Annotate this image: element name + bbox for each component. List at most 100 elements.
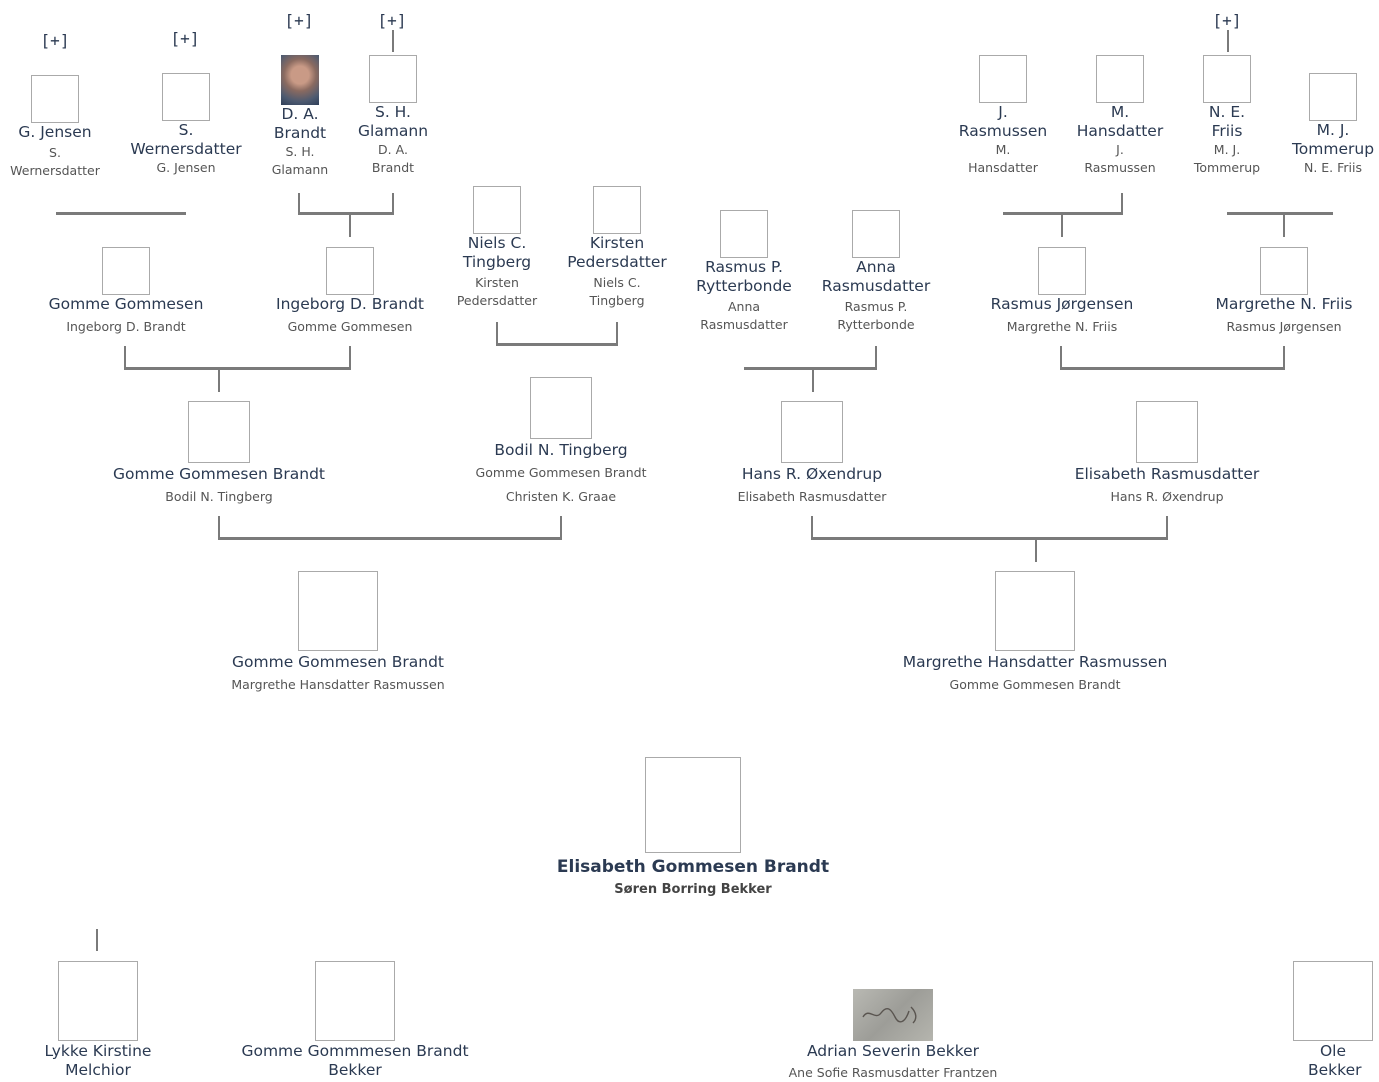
portrait-placeholder[interactable] — [1293, 961, 1373, 1041]
signature-photo[interactable] — [853, 989, 933, 1041]
portrait-placeholder[interactable] — [315, 961, 395, 1041]
spouse-name[interactable]: Rasmus Jørgensen — [1226, 319, 1342, 334]
person-name[interactable]: M. J. Tommerup — [1291, 121, 1375, 158]
person-name[interactable]: D. A. Brandt — [273, 105, 327, 142]
person-name[interactable]: Margrethe Hansdatter Rasmussen — [902, 653, 1168, 671]
person-name[interactable]: Gomme Gommesen Brandt — [232, 653, 444, 671]
spouse-name[interactable]: Hans R. Øxendrup — [1110, 489, 1224, 504]
person-card-hans-oxendrup[interactable]: Hans R. Øxendrup Elisabeth Rasmusdatter — [697, 401, 927, 506]
portrait-placeholder[interactable] — [162, 73, 210, 121]
person-name[interactable]: Rasmus Jørgensen — [990, 295, 1134, 313]
focus-person-card[interactable]: Elisabeth Gommesen Brandt Søren Borring … — [520, 757, 866, 899]
expand-s-wernersdatter[interactable]: [+] — [170, 29, 200, 48]
spouse-name-2[interactable]: Christen K. Graae — [505, 489, 617, 504]
spouse-name[interactable]: Gomme Gommesen Brandt — [949, 677, 1121, 692]
spouse-name[interactable]: Ane Sofie Rasmusdatter Frantzen — [788, 1065, 998, 1080]
spouse-name[interactable]: N. E. Friis — [1303, 160, 1363, 175]
person-name[interactable]: G. Jensen — [18, 123, 92, 141]
person-name[interactable]: Ole Bekker — [1308, 1042, 1362, 1079]
person-card-ole-bekker[interactable]: Ole Bekker — [1290, 961, 1376, 1080]
spouse-name[interactable]: G. Jensen — [156, 160, 216, 175]
person-name[interactable]: Lykke Kirstine Melchior — [44, 1042, 152, 1079]
person-card-anna-rasmusdatter[interactable]: Anna Rasmusdatter Rasmus P. Rytterbonde — [816, 210, 936, 334]
person-name[interactable]: Gomme Gommesen — [48, 295, 204, 313]
spouse-name[interactable]: Anna Rasmusdatter — [700, 299, 788, 332]
person-card-niels-tingberg[interactable]: Niels C. Tingberg Kirsten Pedersdatter — [452, 186, 542, 310]
portrait-placeholder[interactable] — [1038, 247, 1086, 295]
expand-s-h-glamann[interactable]: [+] — [377, 11, 407, 30]
portrait-placeholder[interactable] — [995, 571, 1075, 651]
portrait-placeholder[interactable] — [473, 186, 521, 234]
portrait-placeholder[interactable] — [781, 401, 843, 463]
person-card-margrethe-friis[interactable]: Margrethe N. Friis Rasmus Jørgensen — [1194, 247, 1374, 336]
spouse-name[interactable]: Margrethe N. Friis — [1006, 319, 1118, 334]
person-name[interactable]: Kirsten Pedersdatter — [567, 234, 667, 271]
portrait-placeholder[interactable] — [1309, 73, 1357, 121]
spouse-name[interactable]: Gomme Gommesen — [287, 319, 413, 334]
spouse-name[interactable]: S. H. Glamann — [271, 144, 329, 177]
person-card-adrian-bekker[interactable]: Adrian Severin Bekker Ane Sofie Rasmusda… — [763, 989, 1023, 1082]
person-card-elisabeth-rasmusdatter[interactable]: Elisabeth Rasmusdatter Hans R. Øxendrup — [1052, 401, 1282, 506]
person-name[interactable]: M. Hansdatter — [1076, 103, 1164, 140]
portrait-placeholder[interactable] — [298, 571, 378, 651]
person-name[interactable]: Gomme Gommmesen Brandt Bekker — [241, 1042, 469, 1079]
person-card-d-a-brandt[interactable]: D. A. Brandt S. H. Glamann — [262, 55, 338, 179]
person-card-margrethe-rasmussen[interactable]: Margrethe Hansdatter Rasmussen Gomme Gom… — [880, 571, 1190, 694]
spouse-name[interactable]: D. A. Brandt — [371, 142, 415, 175]
person-card-rasmus-jorgensen[interactable]: Rasmus Jørgensen Margrethe N. Friis — [972, 247, 1152, 336]
person-name[interactable]: S. Wernersdatter — [130, 121, 242, 158]
person-card-g-jensen[interactable]: G. Jensen S. Wernersdatter — [0, 75, 110, 180]
spouse-name[interactable]: M. J. Tommerup — [1193, 142, 1261, 175]
person-name[interactable]: Ingeborg D. Brandt — [276, 295, 424, 313]
expand-d-a-brandt[interactable]: [+] — [284, 11, 314, 30]
person-card-rasmus-rytterbonde[interactable]: Rasmus P. Rytterbonde Anna Rasmusdatter — [688, 210, 800, 334]
portrait-placeholder[interactable] — [1096, 55, 1144, 103]
spouse-name[interactable]: Ingeborg D. Brandt — [66, 319, 186, 334]
person-name[interactable]: Niels C. Tingberg — [462, 234, 532, 271]
person-card-gomme-brandt-2[interactable]: Gomme Gommesen Brandt Bodil N. Tingberg — [104, 401, 334, 506]
person-name[interactable]: Anna Rasmusdatter — [821, 258, 931, 295]
portrait-placeholder[interactable] — [645, 757, 741, 853]
expand-g-jensen[interactable]: [+] — [40, 31, 70, 50]
spouse-name[interactable]: Margrethe Hansdatter Rasmussen — [231, 677, 445, 692]
person-card-gomme-bekker[interactable]: Gomme Gommmesen Brandt Bekker — [230, 961, 480, 1080]
spouse-name[interactable]: Bodil N. Tingberg — [165, 489, 273, 504]
person-card-kirsten-pedersdatter[interactable]: Kirsten Pedersdatter Niels C. Tingberg — [562, 186, 672, 310]
portrait-placeholder[interactable] — [593, 186, 641, 234]
person-card-s-wernersdatter[interactable]: S. Wernersdatter G. Jensen — [124, 73, 248, 177]
person-name[interactable]: J. Rasmussen — [958, 103, 1048, 140]
spouse-name[interactable]: Kirsten Pedersdatter — [456, 275, 538, 308]
person-name[interactable]: Adrian Severin Bekker — [806, 1042, 980, 1060]
portrait-placeholder[interactable] — [720, 210, 768, 258]
focus-spouse-name[interactable]: Søren Borring Bekker — [614, 882, 772, 897]
person-card-n-e-friis[interactable]: N. E. Friis M. J. Tommerup — [1182, 55, 1272, 177]
person-name[interactable]: Elisabeth Rasmusdatter — [1074, 465, 1260, 483]
portrait-placeholder[interactable] — [1136, 401, 1198, 463]
person-name[interactable]: Margrethe N. Friis — [1215, 295, 1353, 313]
person-name[interactable]: Bodil N. Tingberg — [494, 441, 628, 459]
spouse-name[interactable]: Gomme Gommesen Brandt — [475, 465, 647, 480]
portrait-placeholder[interactable] — [1260, 247, 1308, 295]
portrait-placeholder[interactable] — [1203, 55, 1251, 103]
expand-n-e-friis[interactable]: [+] — [1212, 11, 1242, 30]
portrait-placeholder[interactable] — [188, 401, 250, 463]
person-card-bodil-tingberg[interactable]: Bodil N. Tingberg Gomme Gommesen Brandt … — [446, 377, 676, 506]
person-card-s-h-glamann[interactable]: S. H. Glamann D. A. Brandt — [352, 55, 434, 177]
person-name[interactable]: Rasmus P. Rytterbonde — [696, 258, 792, 295]
person-name[interactable]: S. H. Glamann — [358, 103, 429, 140]
portrait-photo[interactable] — [281, 55, 319, 105]
spouse-name[interactable]: J. Rasmussen — [1084, 142, 1156, 175]
person-card-gomme-gommesen[interactable]: Gomme Gommesen Ingeborg D. Brandt — [36, 247, 216, 336]
spouse-name[interactable]: Rasmus P. Rytterbonde — [837, 299, 915, 332]
person-card-lykke-melchior[interactable]: Lykke Kirstine Melchior — [30, 961, 166, 1080]
portrait-placeholder[interactable] — [852, 210, 900, 258]
spouse-name[interactable]: M. Hansdatter — [968, 142, 1038, 175]
person-name[interactable]: N. E. Friis — [1208, 103, 1246, 140]
portrait-placeholder[interactable] — [58, 961, 138, 1041]
portrait-placeholder[interactable] — [31, 75, 79, 123]
portrait-placeholder[interactable] — [979, 55, 1027, 103]
portrait-placeholder[interactable] — [530, 377, 592, 439]
focus-person-name[interactable]: Elisabeth Gommesen Brandt — [556, 857, 830, 877]
person-card-m-j-tommerup[interactable]: M. J. Tommerup N. E. Friis — [1287, 73, 1379, 177]
person-card-ingeborg-brandt[interactable]: Ingeborg D. Brandt Gomme Gommesen — [260, 247, 440, 336]
